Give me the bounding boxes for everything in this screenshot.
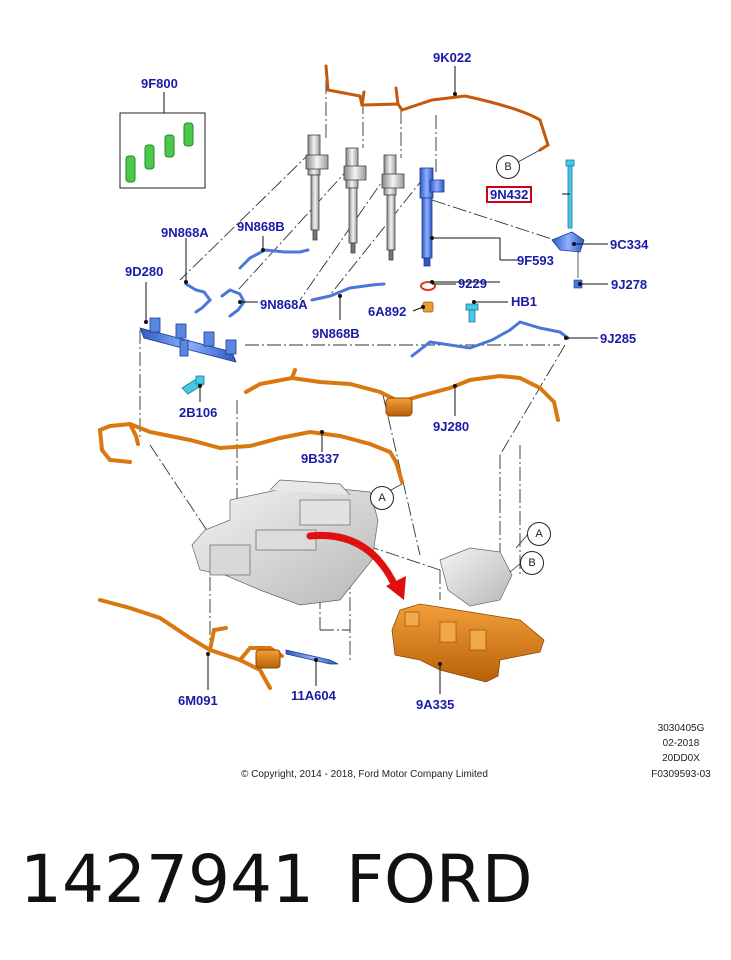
label-HB1: HB1 xyxy=(511,294,538,309)
tube-9J280 xyxy=(244,368,560,422)
label-9B337: 9B337 xyxy=(301,451,340,466)
code-line-2: 02-2018 xyxy=(662,738,700,749)
callout-leaders xyxy=(379,149,541,573)
code-line-3: 20DD0X xyxy=(662,753,700,764)
guide-lines xyxy=(139,80,571,660)
leader-lines xyxy=(145,66,608,694)
injectors-grey xyxy=(305,134,405,261)
label-2B106: 2B106 xyxy=(179,405,218,420)
engine-block xyxy=(191,479,513,607)
label-9J278: 9J278 xyxy=(611,277,648,292)
label-9N868A-top: 9N868A xyxy=(161,225,209,240)
part-number: 1427941 xyxy=(20,841,314,918)
seal-kit-9F800 xyxy=(119,112,206,189)
leader-dots xyxy=(144,92,582,666)
label-9J280: 9J280 xyxy=(433,419,470,434)
label-9N432: 9N432 xyxy=(486,186,533,203)
label-11A604: 11A604 xyxy=(291,688,336,703)
label-9D280: 9D280 xyxy=(125,264,164,279)
callout-a-tube: A xyxy=(370,486,394,510)
fuel-rail-9D280 xyxy=(139,317,237,363)
callout-a-right: A xyxy=(527,522,551,546)
valve-9J280 xyxy=(385,397,413,417)
label-9K022: 9K022 xyxy=(433,50,472,65)
label-9229: 9229 xyxy=(458,276,487,291)
red-arrow xyxy=(306,531,406,600)
tube-9B337 xyxy=(98,421,404,484)
clamp-9C334 xyxy=(551,231,585,289)
fuel-pipes-blue xyxy=(184,248,570,358)
manifold-9A335 xyxy=(391,603,545,683)
label-9A335: 9A335 xyxy=(416,697,455,712)
connector-6M091 xyxy=(255,649,281,669)
label-6M091: 6M091 xyxy=(178,693,218,708)
injector-9F593 xyxy=(419,167,445,313)
callout-b-top: B xyxy=(496,155,520,179)
code-line-1: 3030405G xyxy=(657,723,705,734)
label-9F800: 9F800 xyxy=(141,76,178,91)
label-9F593: 9F593 xyxy=(517,253,554,268)
brand-name: FORD xyxy=(346,841,533,918)
code-line-4: F0309593-03 xyxy=(651,769,711,780)
exploded-parts-diagram xyxy=(98,64,608,694)
leak-off-hose-9K022 xyxy=(324,64,550,152)
bolt-HB1 xyxy=(465,303,479,323)
copyright-text: © Copyright, 2014 - 2018, Ford Motor Com… xyxy=(241,769,488,780)
label-9N868A-mid: 9N868A xyxy=(260,297,308,312)
bolt-9N432 xyxy=(565,159,575,229)
label-9N868B-top: 9N868B xyxy=(237,219,285,234)
callout-b-right: B xyxy=(520,551,544,575)
harness-6M091 xyxy=(98,598,284,690)
label-9N868B-mid: 9N868B xyxy=(312,326,360,341)
label-9C334: 9C334 xyxy=(610,237,649,252)
glow-plug-11A604 xyxy=(285,649,339,665)
label-6A892: 6A892 xyxy=(368,304,407,319)
label-9J285: 9J285 xyxy=(600,331,637,346)
